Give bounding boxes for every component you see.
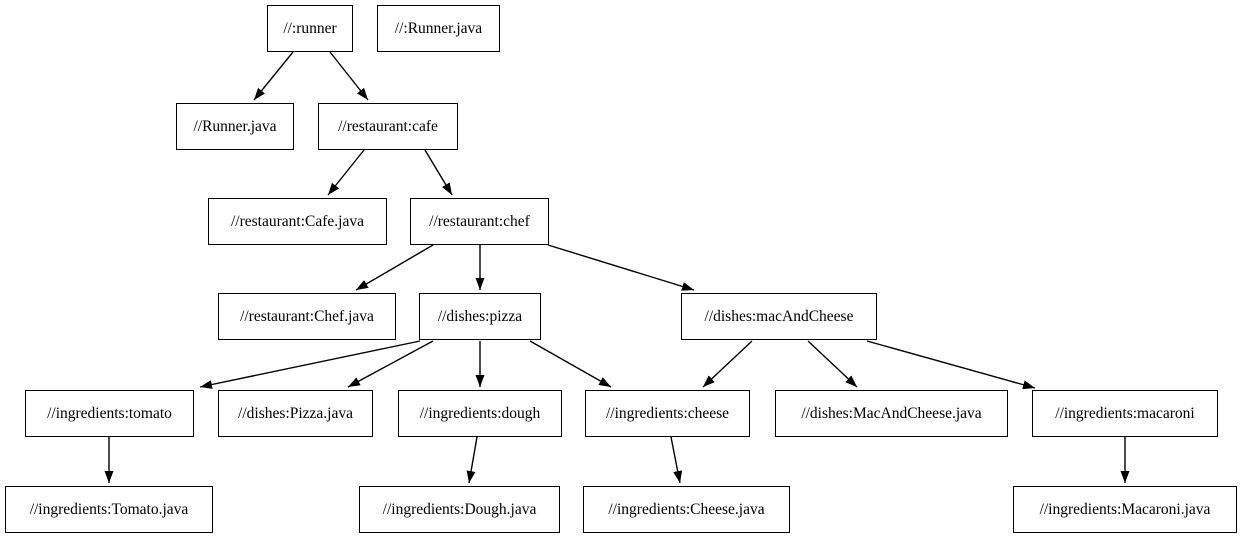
graph-node-pizza-java: //dishes:Pizza.java <box>218 390 373 437</box>
graph-node-cheese-java: //ingredients:Cheese.java <box>583 486 790 533</box>
graph-node-label: //dishes:Pizza.java <box>238 404 353 422</box>
graph-node-label: //ingredients:tomato <box>47 404 172 422</box>
graph-node-label: //Runner.java <box>193 117 277 135</box>
graph-edge-cafe-to-cafe-java <box>327 149 365 196</box>
graph-node-label: //ingredients:Macaroni.java <box>1039 500 1211 518</box>
graph-node-chef-java: //restaurant:Chef.java <box>218 293 396 340</box>
graph-edge-pizza-to-pizza-java <box>347 340 434 388</box>
graph-node-label: //:Runner.java <box>394 19 483 37</box>
graph-node-runner: //:runner <box>267 5 353 52</box>
graph-node-macaroni-java: //ingredients:Macaroni.java <box>1013 486 1237 533</box>
graph-node-label: //dishes:macAndCheese <box>704 307 854 325</box>
graph-edge-chef-to-chef-java <box>355 244 434 291</box>
graph-edge-pizza-to-tomato <box>199 340 421 389</box>
graph-node-mac-java: //dishes:MacAndCheese.java <box>775 390 1008 437</box>
graph-node-label: //restaurant:chef <box>429 212 530 230</box>
graph-edge-runner-to-runner-java <box>253 51 294 101</box>
graph-node-label: //dishes:pizza <box>437 307 523 325</box>
graph-node-label: //restaurant:Chef.java <box>240 307 374 325</box>
graph-node-dough-java: //ingredients:Dough.java <box>359 486 560 533</box>
graph-node-chef: //restaurant:chef <box>410 198 549 245</box>
graph-node-label: //ingredients:cheese <box>605 404 730 422</box>
graph-node-cafe: //restaurant:cafe <box>318 103 458 150</box>
graph-edge-pizza-to-cheese <box>529 340 612 388</box>
graph-node-runner-java-src: //:Runner.java <box>377 5 500 52</box>
graph-node-label: //restaurant:Cafe.java <box>231 212 364 230</box>
graph-node-label: //ingredients:Dough.java <box>382 500 537 518</box>
graph-edge-cheese-to-cheese-java <box>670 436 683 484</box>
graph-node-label: //ingredients:macaroni <box>1055 404 1195 422</box>
graph-node-dough: //ingredients:dough <box>398 390 562 437</box>
graph-node-label: //:runner <box>283 19 337 37</box>
graph-edge-runner-to-cafe <box>329 51 369 101</box>
graph-edge-dough-to-dough-java <box>466 436 478 484</box>
graph-edge-mac-and-cheese-to-macaroni <box>866 340 1036 390</box>
graph-node-tomato-java: //ingredients:Tomato.java <box>5 486 213 533</box>
graph-edge-mac-and-cheese-to-mac-java <box>807 340 858 388</box>
graph-node-runner-java: //Runner.java <box>176 103 294 150</box>
graph-node-macaroni: //ingredients:macaroni <box>1032 390 1218 437</box>
graph-node-tomato: //ingredients:tomato <box>25 390 194 437</box>
graph-node-cafe-java: //restaurant:Cafe.java <box>208 198 387 245</box>
graph-node-pizza: //dishes:pizza <box>419 293 541 340</box>
graph-node-label: //dishes:MacAndCheese.java <box>801 404 982 422</box>
graph-node-label: //ingredients:dough <box>419 404 541 422</box>
graph-edge-cafe-to-chef <box>424 149 453 196</box>
graph-node-cheese: //ingredients:cheese <box>585 390 750 437</box>
graph-node-label: //restaurant:cafe <box>338 117 438 135</box>
graph-node-label: //ingredients:Tomato.java <box>29 500 189 518</box>
graph-node-label: //ingredients:Cheese.java <box>608 500 765 518</box>
graph-edge-mac-and-cheese-to-cheese <box>702 340 753 388</box>
graph-node-mac-and-cheese: //dishes:macAndCheese <box>681 293 877 340</box>
graph-edge-chef-to-mac-and-cheese <box>547 244 695 291</box>
